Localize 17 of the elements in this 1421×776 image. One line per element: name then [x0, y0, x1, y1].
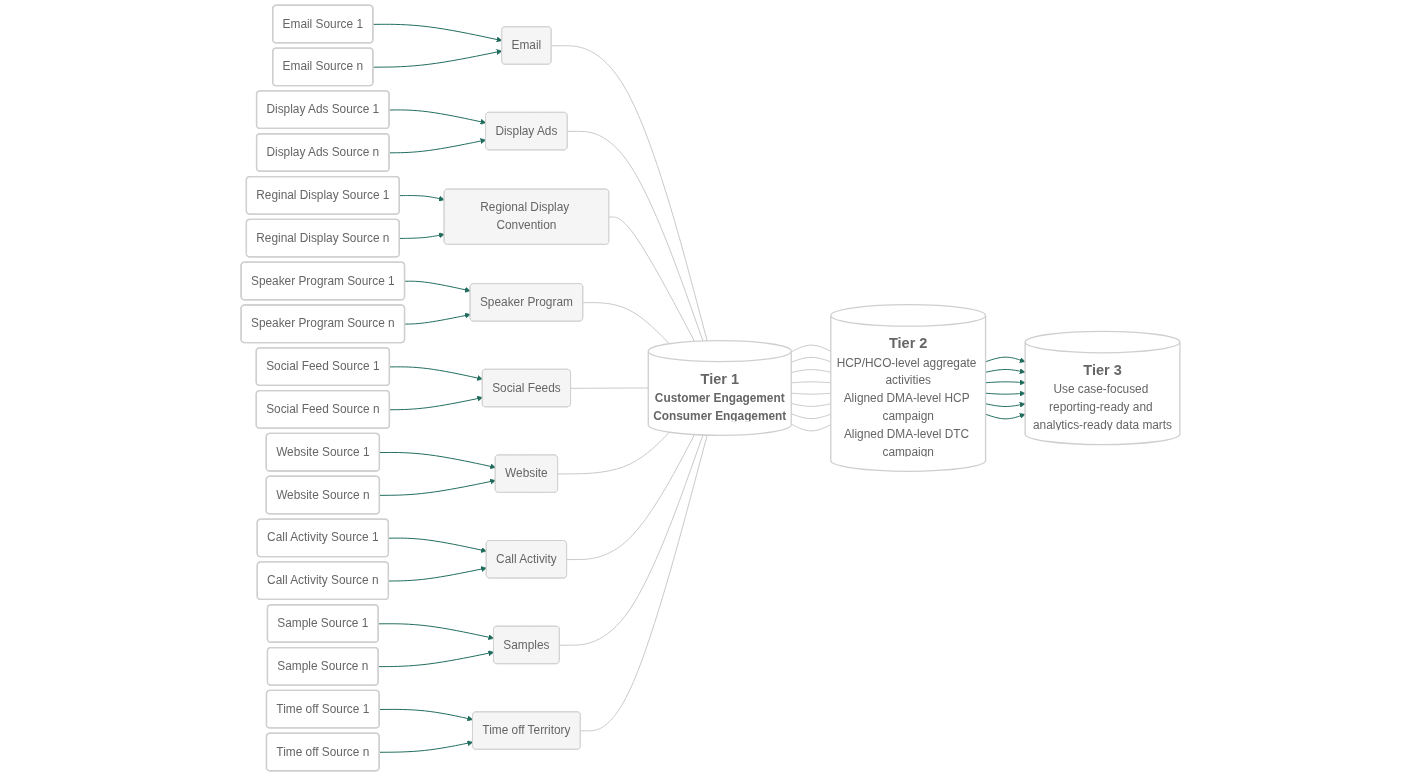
connector	[557, 431, 670, 475]
connector	[790, 392, 832, 395]
connector	[790, 403, 832, 407]
connector	[550, 45, 708, 342]
connector	[790, 369, 832, 373]
connector	[790, 423, 832, 432]
connector	[580, 434, 708, 732]
connector	[790, 344, 832, 353]
connector	[567, 130, 704, 342]
connector	[790, 356, 832, 363]
connector	[790, 381, 832, 384]
connector	[559, 434, 704, 646]
connector	[566, 434, 696, 561]
connector	[570, 387, 649, 389]
connector	[582, 302, 670, 345]
connector	[608, 216, 696, 342]
connector	[790, 413, 832, 420]
